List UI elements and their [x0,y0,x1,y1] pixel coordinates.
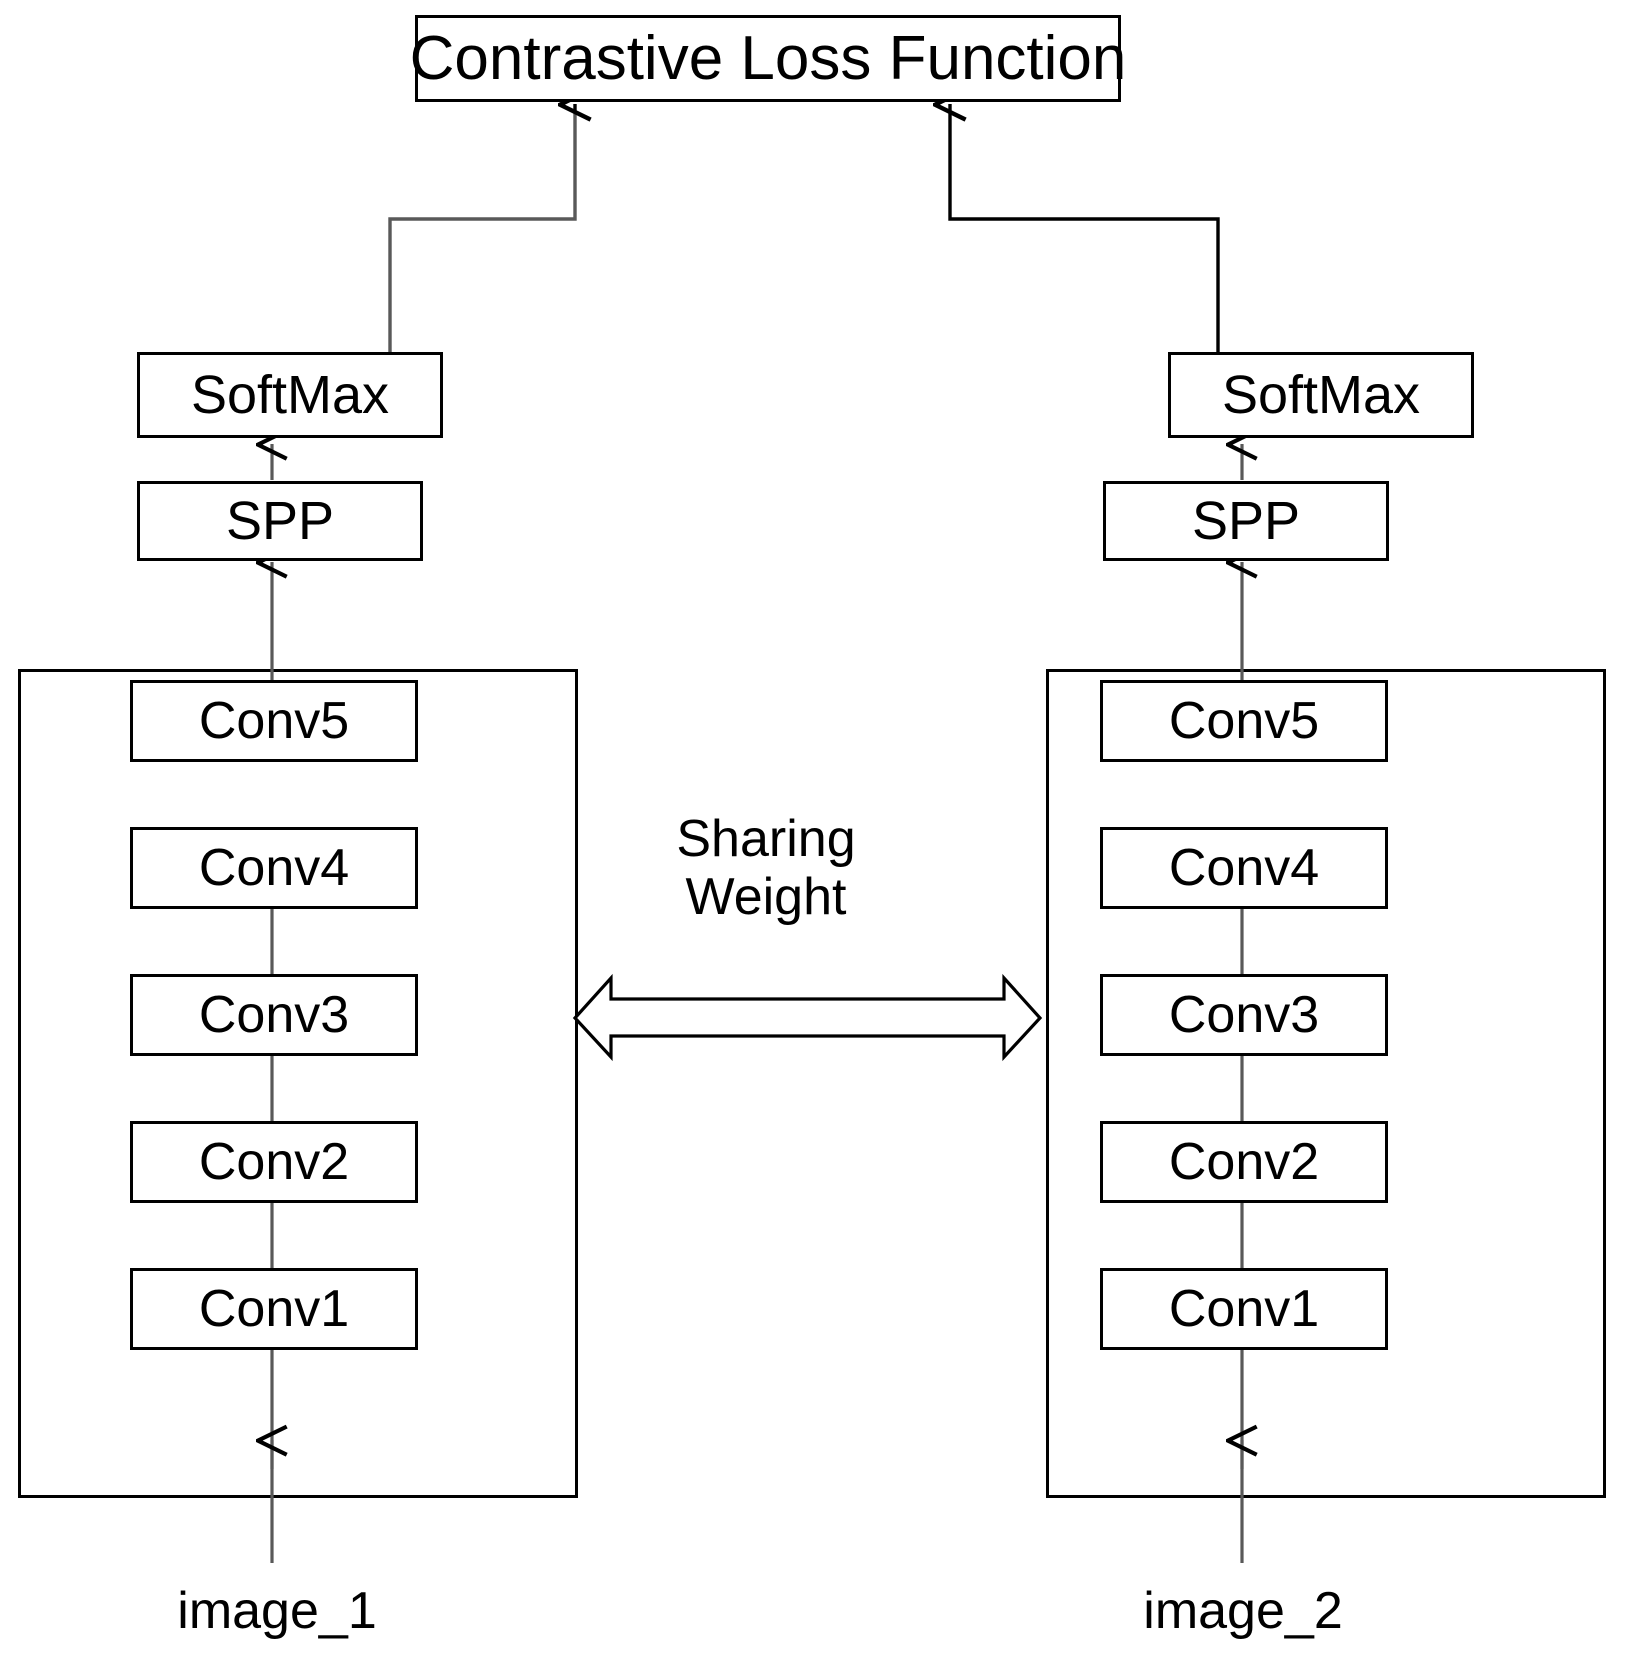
right-softmax-label: SoftMax [1221,365,1421,425]
left-softmax-label: SoftMax [190,365,390,425]
right-input-label-text: image_2 [1143,1582,1343,1640]
right-conv2-label: Conv2 [1168,1133,1320,1191]
left-conv1-label: Conv1 [198,1280,350,1338]
sharing-weight-line2: Weight [685,868,847,927]
sharing-weight-label: Sharing Weight [628,810,904,926]
left-conv2-box: Conv2 [130,1121,418,1203]
right-conv3-label: Conv3 [1168,986,1320,1044]
left-conv3-box: Conv3 [130,974,418,1056]
connector-left-softmax-to-loss [388,104,575,352]
connector-right-softmax-to-loss [950,104,1220,352]
left-input-label: image_1 [162,1582,392,1640]
left-conv2-label: Conv2 [198,1133,350,1191]
right-conv1-box: Conv1 [1100,1268,1388,1350]
sharing-weight-arrow [572,973,1043,1062]
left-conv5-box: Conv5 [130,680,418,762]
right-conv3-box: Conv3 [1100,974,1388,1056]
right-conv1-label: Conv1 [1168,1280,1320,1338]
branch-left-container [18,669,578,1498]
contrastive-loss-box: Contrastive Loss Function [410,15,1126,102]
right-conv2-box: Conv2 [1100,1121,1388,1203]
left-input-label-text: image_1 [177,1582,377,1640]
contrastive-loss-label: Contrastive Loss Function [409,23,1127,93]
right-softmax-box: SoftMax [1168,352,1474,438]
left-conv1-box: Conv1 [130,1268,418,1350]
right-conv5-box: Conv5 [1100,680,1388,762]
right-conv4-box: Conv4 [1100,827,1388,909]
branch-right-container [1046,669,1606,1498]
right-conv4-label: Conv4 [1168,839,1320,897]
right-spp-box: SPP [1103,481,1389,561]
left-softmax-box: SoftMax [137,352,443,438]
left-conv5-label: Conv5 [198,692,350,750]
left-conv4-box: Conv4 [130,827,418,909]
right-conv5-label: Conv5 [1168,692,1320,750]
right-input-label: image_2 [1128,1582,1358,1640]
right-spp-label: SPP [1191,491,1301,551]
left-spp-box: SPP [137,481,423,561]
left-conv4-label: Conv4 [198,839,350,897]
sharing-weight-line1: Sharing [676,810,856,868]
left-conv3-label: Conv3 [198,986,350,1044]
left-spp-label: SPP [225,491,335,551]
